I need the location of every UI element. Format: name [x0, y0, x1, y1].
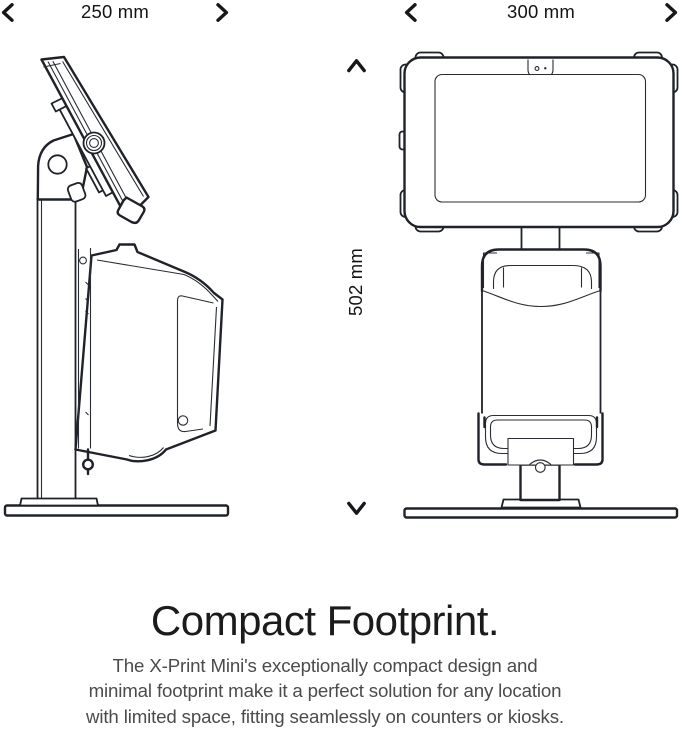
- side-power-cable: [81, 448, 94, 476]
- side-tablet: [40, 55, 150, 225]
- side-stand-column: [19, 196, 99, 507]
- chevron-left-icon: [1, 2, 14, 22]
- chevron-up-icon: [347, 59, 366, 73]
- dimension-side-width: 250 mm: [1, 1, 229, 23]
- side-width-label: 250 mm: [80, 1, 150, 22]
- height-label: 502 mm: [345, 247, 366, 317]
- description-line-3: with limited space, fitting seamlessly o…: [86, 705, 564, 727]
- chevron-right-icon: [665, 2, 678, 22]
- height-label-wrap: 502 mm: [345, 246, 366, 318]
- front-paper-slot: [507, 437, 575, 466]
- chevron-down-icon: [347, 501, 366, 515]
- page-description: The X-Print Mini's exceptionally compact…: [0, 653, 650, 729]
- page-title: Compact Footprint.: [150, 597, 500, 644]
- front-base-plate: [403, 507, 679, 519]
- side-tablet-foot-clip: [116, 196, 146, 225]
- side-hinge: [36, 132, 89, 203]
- front-printer: [477, 227, 604, 473]
- side-column-foot: [19, 497, 99, 507]
- side-view-drawing: [3, 55, 230, 517]
- front-width-label: 300 mm: [506, 1, 576, 22]
- side-printer-body: [74, 243, 224, 463]
- front-tablet: [398, 51, 679, 233]
- chevron-right-icon: [216, 2, 229, 22]
- front-neck: [520, 227, 561, 250]
- dimension-front-width: 300 mm: [404, 1, 678, 23]
- side-base-plate: [3, 504, 230, 517]
- chevron-left-icon: [404, 2, 417, 22]
- side-mount-plate: [77, 248, 92, 449]
- front-view-drawing: [398, 51, 679, 519]
- description-line-2: minimal footprint make it a perfect solu…: [88, 680, 562, 702]
- description-line-1: The X-Print Mini's exceptionally compact…: [112, 655, 538, 676]
- front-tablet-screen: [434, 73, 647, 203]
